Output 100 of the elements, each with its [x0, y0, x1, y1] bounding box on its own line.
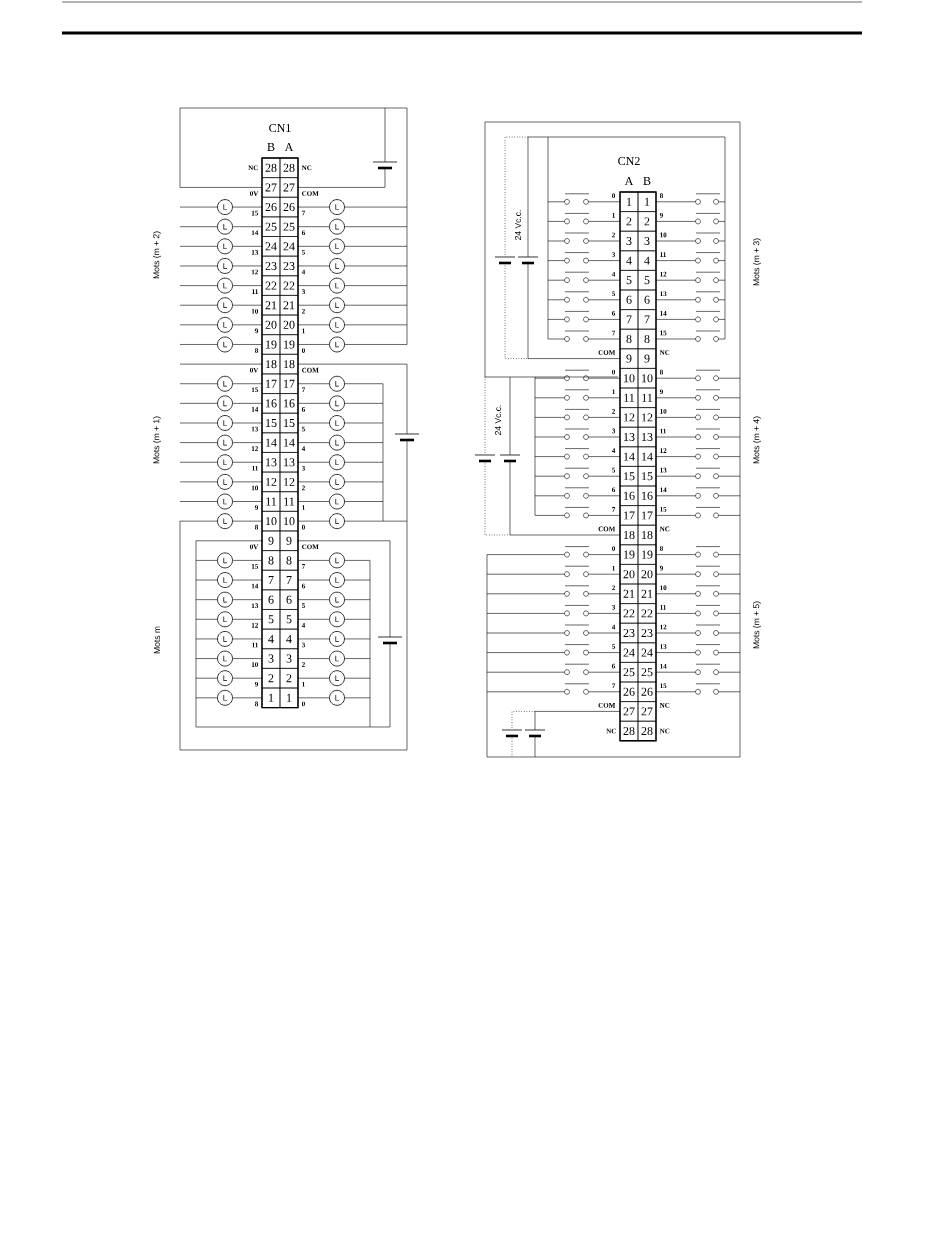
terminal-cell: 23 [637, 622, 657, 644]
terminal-cell: 24 [637, 642, 657, 663]
terminal-cell: 11 [619, 387, 639, 408]
terminal-cell: 24 [619, 642, 639, 663]
wire [232, 638, 262, 640]
wire [232, 383, 262, 385]
terminal-cell: 25 [637, 662, 657, 683]
wire [232, 285, 262, 286]
wire [298, 383, 330, 385]
terminal-cell: 7 [637, 309, 657, 330]
terminal-cell: 20 [619, 564, 639, 585]
terminal-cell: 17 [637, 505, 657, 526]
terminal-cell: 10 [261, 511, 281, 532]
terminal-cell: 7 [279, 569, 299, 591]
terminal-cell: 21 [619, 583, 639, 604]
terminal-cell: 3 [619, 230, 639, 252]
terminal-cell: 8 [279, 550, 299, 571]
wire [298, 403, 330, 404]
terminal-cell: 15 [637, 466, 657, 487]
terminal-cell: 9 [637, 348, 657, 369]
terminal-cell: 19 [637, 544, 657, 565]
terminal-cell: 2 [279, 668, 299, 689]
terminal-cell: 2 [637, 211, 657, 232]
terminal-cell: 24 [279, 236, 299, 257]
terminal-cell: 1 [261, 687, 281, 708]
wire [298, 206, 330, 208]
terminal-cell: 5 [619, 270, 639, 291]
side-label: Mots (m + 4) [753, 416, 761, 464]
terminal-cell: 8 [637, 328, 657, 350]
terminal-cell: 7 [261, 569, 281, 591]
wire [232, 246, 262, 247]
terminal-cell: 6 [279, 589, 299, 610]
side-label: Mots (m + 5) [753, 601, 761, 649]
voltage-label: 24 Vc.c. [495, 405, 501, 435]
terminal-cell: 19 [261, 334, 281, 355]
wire [298, 599, 330, 600]
terminal-cell: 6 [619, 289, 639, 310]
terminal-cell: 12 [619, 407, 639, 428]
terminal-cell: 25 [261, 216, 281, 237]
wire [298, 422, 330, 424]
wire [232, 560, 262, 561]
terminal-cell: 20 [261, 314, 281, 335]
wire [298, 285, 330, 286]
terminal-cell: 25 [619, 662, 639, 683]
terminal-cell: 3 [279, 648, 299, 669]
terminal-cell: 9 [279, 530, 299, 551]
terminal-cell: 1 [619, 191, 639, 212]
terminal-cell: 16 [619, 485, 639, 506]
terminal-cell: 26 [261, 196, 281, 218]
terminal-cell: 9 [619, 348, 639, 369]
wire [232, 697, 262, 699]
wire [232, 422, 262, 424]
terminal-cell: 18 [279, 354, 299, 375]
terminal-cell: 7 [619, 309, 639, 330]
wire [298, 619, 330, 620]
terminal-cell: 18 [261, 354, 281, 375]
terminal-cell: 1 [637, 191, 657, 212]
terminal-cell: 17 [261, 373, 281, 394]
terminal-cell: 8 [261, 550, 281, 571]
terminal-cell: 18 [637, 524, 657, 546]
terminal-cell: 14 [637, 446, 657, 467]
terminal-cell: 10 [619, 368, 639, 389]
terminal-cell: 11 [279, 491, 299, 512]
terminal-cell: 15 [261, 412, 281, 434]
terminal-cell: 6 [637, 289, 657, 310]
terminal-cell: 21 [261, 295, 281, 316]
column-letter: B [643, 177, 651, 185]
terminal-cell: 22 [261, 275, 281, 296]
terminal-cell: 4 [637, 250, 657, 271]
terminal-cell: 28 [279, 157, 299, 178]
terminal-cell: 23 [261, 255, 281, 277]
wire [232, 501, 262, 502]
terminal-cell: 28 [261, 157, 281, 178]
terminal-cell: 15 [619, 466, 639, 487]
wire [232, 442, 262, 443]
terminal-cell: 21 [637, 583, 657, 604]
wire [232, 206, 262, 208]
terminal-cell: 23 [279, 255, 299, 277]
wire [298, 658, 330, 659]
terminal-cell: 24 [261, 236, 281, 257]
side-label: Mots (m + 1) [153, 416, 161, 464]
terminal-cell: 6 [261, 589, 281, 610]
wire [232, 324, 262, 326]
wire [232, 677, 262, 679]
terminal-cell: 1 [279, 687, 299, 708]
wire [298, 265, 330, 267]
wire [298, 481, 330, 483]
terminal-cell: 5 [261, 609, 281, 630]
terminal-cell: 11 [637, 387, 657, 408]
wire [298, 560, 330, 561]
terminal-cell: 12 [261, 471, 281, 492]
terminal-cell: 5 [637, 270, 657, 291]
wire [232, 344, 262, 345]
wire [298, 246, 330, 247]
wire [232, 619, 262, 620]
terminal-cell: 4 [261, 628, 281, 650]
wire [232, 461, 262, 463]
side-label: Mots (m + 2) [153, 231, 161, 279]
terminal-cell: 16 [279, 393, 299, 414]
terminal-cell: 26 [619, 681, 639, 702]
